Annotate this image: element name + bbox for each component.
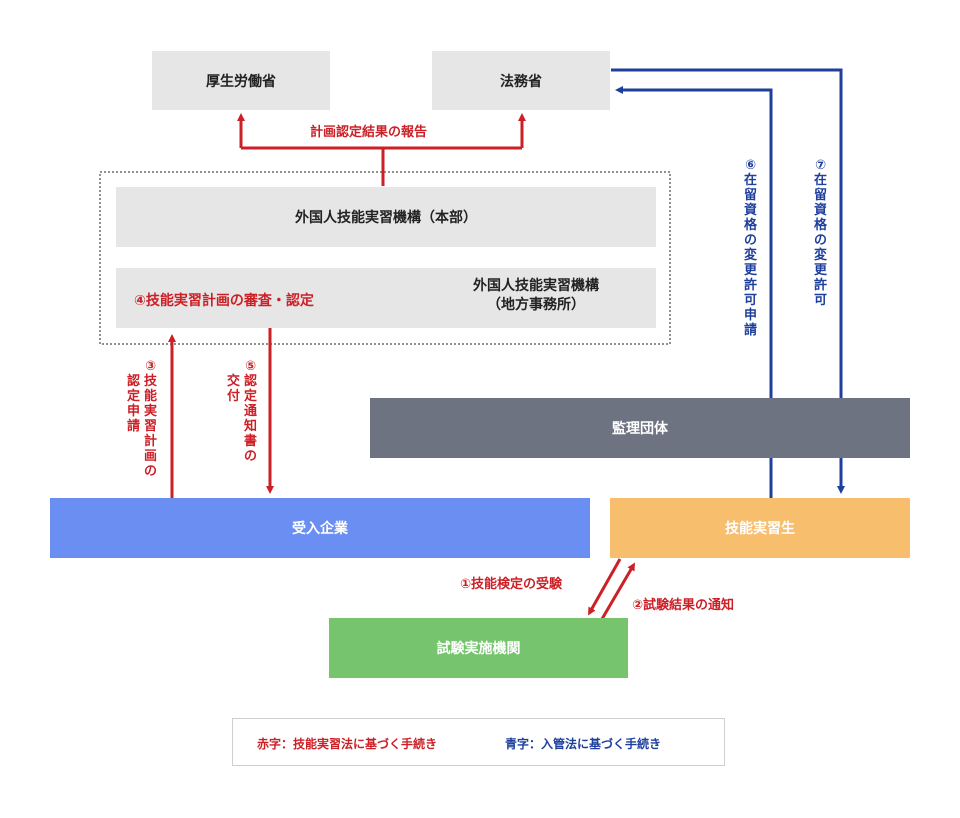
- exam-body-label: 試験実施機関: [436, 641, 521, 657]
- notify-label-col1: ⑤認定通知書の: [243, 359, 257, 464]
- supervising-org-label: 監理団体: [612, 421, 668, 437]
- legend-blue: 青字：入管法に基づく手続き: [505, 737, 662, 751]
- otit-hq-box: 外国人技能実習機構（本部）: [116, 187, 656, 247]
- trainee-box: 技能実習生: [610, 498, 910, 558]
- test-result-arrow: [600, 562, 636, 620]
- moj-label: 法務省: [500, 73, 542, 90]
- legend-red: 赤字：技能実習法に基づく手続き: [257, 737, 438, 751]
- apply-label-col2: 認定申請: [126, 374, 140, 434]
- exam-body-box: 試験実施機関: [329, 618, 628, 678]
- otit-review-label: ④技能実習計画の審査・認定: [134, 293, 314, 309]
- otit-regional-line2: （地方事務所）: [487, 297, 585, 313]
- status-permit-label: ⑦在留資格の変更許可: [813, 158, 827, 308]
- moj-box: 法務省: [432, 51, 610, 110]
- company-label: 受入企業: [292, 521, 348, 537]
- notify-label-col2: 交付: [226, 374, 240, 404]
- company-box: 受入企業: [50, 498, 590, 558]
- skill-test-arrow: [588, 558, 622, 616]
- mhlw-box: 厚生労働省: [152, 51, 330, 110]
- report-label: 計画認定結果の報告: [310, 125, 428, 140]
- skill-test-label: ①技能検定の受験: [460, 577, 563, 592]
- otit-hq-label: 外国人技能実習機構（本部）: [295, 210, 477, 226]
- otit-frame: [99, 171, 671, 345]
- status-apply-arrow: [615, 86, 773, 498]
- test-result-label: ②試験結果の通知: [632, 598, 735, 613]
- apply-label-col1: ③技能実習計画の: [143, 359, 157, 479]
- trainee-label: 技能実習生: [725, 521, 795, 537]
- status-permit-arrow: [611, 68, 845, 494]
- otit-regional-line1: 外国人技能実習機構: [473, 278, 599, 294]
- otit-regional-box: ④技能実習計画の審査・認定 外国人技能実習機構 （地方事務所）: [116, 268, 656, 328]
- legend-box: 赤字：技能実習法に基づく手続き 青字：入管法に基づく手続き: [232, 718, 725, 766]
- otit-regional-name: 外国人技能実習機構 （地方事務所）: [436, 277, 636, 315]
- mhlw-label: 厚生労働省: [206, 73, 276, 90]
- supervising-org-box: 監理団体: [370, 398, 910, 458]
- status-apply-label: ⑥在留資格の変更許可申請: [743, 158, 757, 338]
